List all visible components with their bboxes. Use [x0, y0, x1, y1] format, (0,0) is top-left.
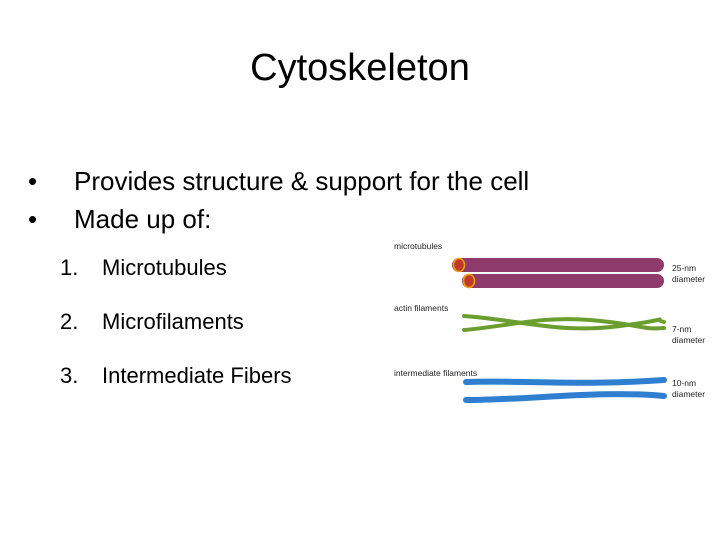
slide-title: Cytoskeleton	[250, 47, 470, 89]
tube-end	[462, 273, 476, 289]
actin-strand	[462, 314, 666, 331]
item-number: 3.	[60, 363, 79, 388]
microtubules-label: microtubules	[394, 241, 442, 251]
actin-size: 7-nm	[672, 324, 691, 334]
microtubule-unit: diameter	[672, 274, 705, 284]
bullet-text: Provides structure & support for the cel…	[74, 166, 530, 196]
item-text: Microfilaments	[102, 309, 244, 334]
microtubule-tube	[462, 274, 664, 288]
actin-label: actin filaments	[394, 303, 448, 313]
intermediate-strand	[463, 391, 667, 403]
item-number: 1.	[60, 255, 79, 280]
bullet-text: Made up of:	[74, 204, 212, 234]
bullet-marker: •	[28, 204, 38, 234]
intermediate-strand	[463, 377, 667, 386]
item-text: Intermediate Fibers	[102, 363, 292, 388]
intermediate-strands	[463, 377, 667, 403]
bullet-marker: •	[28, 166, 38, 196]
microtubule-tubes	[452, 257, 664, 289]
cytoskeleton-figure: microtubules 25-nm diameter actin filame…	[380, 230, 720, 420]
filament-diagram: microtubules 25-nm diameter actin filame…	[394, 241, 705, 403]
microtubule-size: 25-nm	[672, 263, 696, 273]
tube-end	[452, 257, 466, 273]
microtubule-tube	[452, 258, 664, 272]
intermediate-unit: diameter	[672, 389, 705, 399]
intermediate-size: 10-nm	[672, 378, 696, 388]
actin-strand	[462, 317, 666, 332]
item-text: Microtubules	[102, 255, 227, 280]
item-number: 2.	[60, 309, 79, 334]
intermediate-label: intermediate filaments	[394, 368, 477, 378]
actin-strands	[462, 314, 666, 332]
actin-unit: diameter	[672, 335, 705, 345]
